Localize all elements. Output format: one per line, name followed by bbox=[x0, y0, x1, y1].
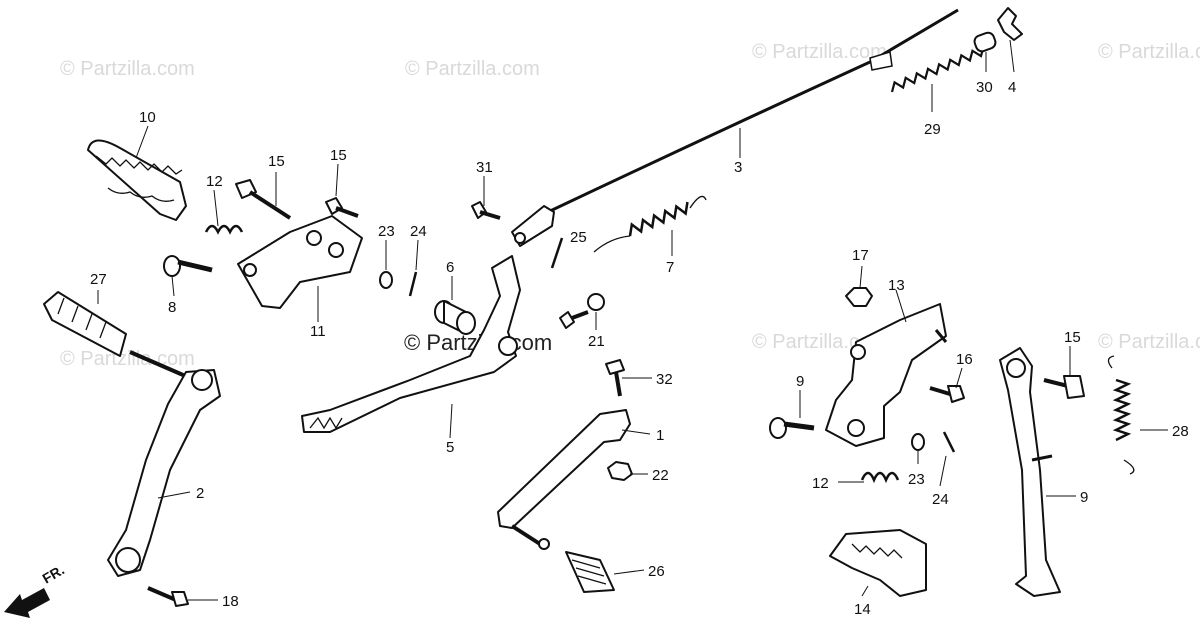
callout-15-left: 15 bbox=[330, 147, 347, 164]
bolt-15-right bbox=[929, 385, 965, 403]
side-stand-8 bbox=[999, 347, 1061, 597]
rubber-27 bbox=[43, 291, 127, 357]
callout-5: 5 bbox=[446, 439, 454, 456]
spring-7 bbox=[593, 195, 707, 253]
callout-14: 14 bbox=[854, 601, 871, 618]
cable-end-bracket bbox=[511, 205, 555, 247]
callout-16: 15 bbox=[268, 153, 285, 170]
callout-2: 2 bbox=[196, 485, 204, 502]
callout-9-left: 8 bbox=[168, 299, 176, 316]
nut-18 bbox=[845, 287, 873, 307]
callout-1: 1 bbox=[656, 427, 664, 444]
callout-6: 6 bbox=[446, 259, 454, 276]
cotter-pin-24-left bbox=[408, 271, 418, 297]
callout-9-right: 9 bbox=[796, 373, 804, 390]
callout-4: 4 bbox=[1008, 79, 1016, 96]
nut-22 bbox=[607, 461, 633, 481]
spring-29 bbox=[890, 46, 985, 93]
bolt-31 bbox=[471, 201, 501, 220]
callout-32: 32 bbox=[656, 371, 673, 388]
callout-3: 3 bbox=[734, 159, 742, 176]
callout-15-right: 16 bbox=[956, 351, 973, 368]
callout-18: 17 bbox=[852, 247, 869, 264]
callout-7: 7 bbox=[666, 259, 674, 276]
callout-29: 29 bbox=[924, 121, 941, 138]
leader-lines bbox=[97, 39, 1168, 601]
pin-25 bbox=[550, 237, 564, 269]
lever-1 bbox=[497, 409, 631, 550]
shift-pedal-2 bbox=[107, 350, 221, 577]
callout-24-right: 24 bbox=[932, 491, 949, 508]
callout-12-right: 12 bbox=[812, 475, 829, 492]
pin-9-right bbox=[769, 417, 815, 439]
footpeg-14 bbox=[829, 529, 927, 597]
bolt-20 bbox=[147, 586, 189, 607]
callout-12-left: 12 bbox=[206, 173, 223, 190]
spring-12-right bbox=[860, 471, 900, 484]
watermark: © Partzilla.com bbox=[60, 58, 195, 80]
bolt-32 bbox=[605, 359, 625, 397]
footpeg-10 bbox=[87, 139, 187, 221]
callout-23-left: 23 bbox=[378, 223, 395, 240]
collar-30 bbox=[973, 31, 997, 53]
callout-10: 10 bbox=[139, 109, 156, 126]
wing-nut-4 bbox=[997, 7, 1023, 41]
watermark: © Partzilla.com bbox=[1098, 331, 1200, 353]
callout-26: 26 bbox=[648, 563, 665, 580]
watermark: © Partzilla.com bbox=[1098, 41, 1200, 63]
cable-part bbox=[547, 8, 959, 214]
callout-17: 15 bbox=[1064, 329, 1081, 346]
spring-12-left bbox=[204, 224, 244, 235]
callouts: 10 12 15 15 11 8 23 24 6 5 31 3 25 7 21 … bbox=[90, 79, 1189, 618]
bracket-13 bbox=[825, 303, 948, 447]
front-direction-arrow: FR. bbox=[4, 561, 67, 618]
callout-11: 11 bbox=[310, 323, 326, 340]
pin-9-left bbox=[163, 255, 213, 277]
callout-27: 27 bbox=[90, 271, 107, 288]
watermark: © Partzilla.com bbox=[60, 348, 195, 370]
spring-28 bbox=[1107, 355, 1135, 475]
callout-24-left: 24 bbox=[410, 223, 427, 240]
watermark: © Partzilla.com bbox=[752, 41, 887, 63]
callout-20: 18 bbox=[222, 593, 239, 610]
bolt-15-left bbox=[325, 197, 359, 218]
callout-22: 22 bbox=[652, 467, 669, 484]
bolt-16 bbox=[235, 179, 292, 220]
brake-pedal-5 bbox=[301, 255, 521, 433]
callout-21: 21 bbox=[588, 333, 605, 350]
washer-23-left bbox=[379, 271, 393, 289]
bushing-6 bbox=[434, 300, 476, 335]
rubber-26 bbox=[565, 551, 615, 593]
callout-23-right: 23 bbox=[908, 471, 925, 488]
callout-30: 30 bbox=[976, 79, 993, 96]
callout-28: 28 bbox=[1172, 423, 1189, 440]
watermark: © Partzilla.com bbox=[405, 58, 540, 80]
bolt-17 bbox=[1043, 375, 1085, 399]
front-indicator-label: FR. bbox=[40, 561, 68, 586]
bolt-near-21 bbox=[559, 310, 589, 329]
nut-21 bbox=[587, 293, 605, 311]
bracket-11 bbox=[237, 215, 363, 309]
callout-25: 25 bbox=[570, 229, 587, 246]
callout-13: 13 bbox=[888, 277, 905, 294]
washer-23-right bbox=[911, 433, 925, 451]
watermarks: © Partzilla.com © Partzilla.com © Partzi… bbox=[60, 41, 1200, 370]
callout-8: 9 bbox=[1080, 489, 1088, 506]
callout-31: 31 bbox=[476, 159, 493, 176]
cotter-pin-24-right bbox=[942, 431, 956, 453]
